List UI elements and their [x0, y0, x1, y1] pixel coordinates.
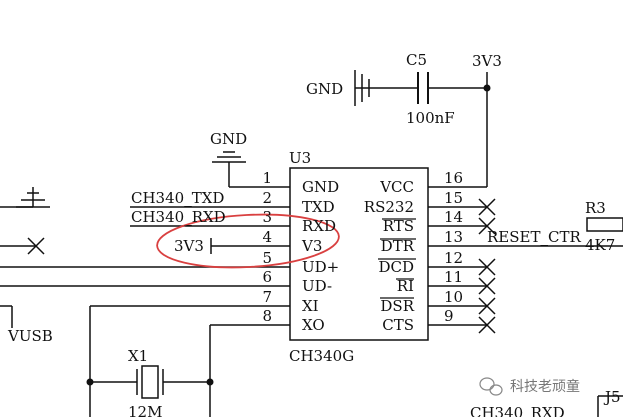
pin-name: GND	[302, 178, 339, 196]
ground-icon	[354, 70, 370, 106]
pin-number: 11	[444, 268, 463, 286]
pin-name: DCD	[378, 258, 414, 276]
pin-number: 5	[262, 249, 272, 267]
pin-number: 14	[444, 208, 463, 226]
junction-dot	[483, 84, 491, 92]
overbars	[378, 218, 416, 299]
power-label: 3V3	[472, 52, 502, 70]
highlight-ellipse	[156, 213, 340, 269]
junction-dot	[86, 378, 94, 386]
pin-name: XO	[302, 316, 325, 334]
net-label: CH340_TXD	[131, 189, 224, 207]
connector-ref: J5	[603, 388, 621, 406]
power-label: 3V3	[174, 237, 204, 255]
pin-name: UD+	[302, 258, 339, 276]
pin-name: UD-	[302, 277, 332, 295]
capacitor-symbol	[417, 72, 429, 104]
pin-name: XI	[302, 297, 319, 315]
crystal-ref: X1	[128, 347, 148, 365]
pin-number: 13	[444, 228, 463, 246]
pin-name: TXD	[302, 198, 335, 216]
gnd-label: GND	[306, 80, 343, 98]
net-label: CH340_RXD	[470, 404, 565, 417]
wires	[0, 72, 623, 417]
ground-icon	[212, 151, 246, 163]
junction-dot	[206, 378, 214, 386]
pin-number: 15	[444, 189, 463, 207]
cap-value: 100nF	[406, 109, 455, 127]
pin-number: 10	[444, 288, 463, 306]
crystal-value: 12M	[128, 403, 162, 417]
pin-number: 8	[262, 307, 272, 325]
pin-number: 1	[262, 169, 272, 187]
power-label: VUSB	[7, 327, 53, 345]
pin-name: V3	[301, 237, 322, 255]
cap-ref: C5	[406, 51, 427, 69]
pin-number: 9	[444, 307, 454, 325]
pin-name: DTR	[381, 237, 415, 255]
ground-icon	[16, 192, 50, 208]
pin-number: 12	[444, 249, 463, 267]
chip-ref: U3	[289, 149, 311, 167]
resistor-ref: R3	[585, 199, 606, 217]
net-label: RESET_CTR	[487, 228, 581, 246]
pin-number: 2	[262, 189, 272, 207]
no-connect-markers	[27, 198, 496, 334]
gnd-label: GND	[210, 130, 247, 148]
pin-number: 3	[262, 208, 272, 226]
pin-name: DSR	[380, 297, 414, 315]
pin-name: RI	[397, 277, 414, 295]
pin-number: 16	[444, 169, 463, 187]
chip-body	[289, 167, 429, 341]
pin-name: RXD	[302, 217, 336, 235]
chip-part: CH340G	[289, 347, 354, 365]
crystal-symbol	[136, 365, 164, 399]
wechat-icon	[479, 377, 503, 396]
resistor-value: 4K7	[585, 236, 615, 254]
resistor-symbol	[586, 217, 623, 232]
pin-number: 6	[262, 268, 272, 286]
pin-name: CTS	[382, 316, 414, 334]
pin-number: 7	[262, 288, 272, 306]
pin-number: 4	[262, 228, 272, 246]
pin-name: RTS	[383, 217, 414, 235]
pin-name: VCC	[379, 178, 414, 196]
pin-name: RS232	[364, 198, 414, 216]
net-label: CH340_RXD	[131, 208, 226, 226]
watermark: 科技老顽童	[510, 378, 580, 395]
